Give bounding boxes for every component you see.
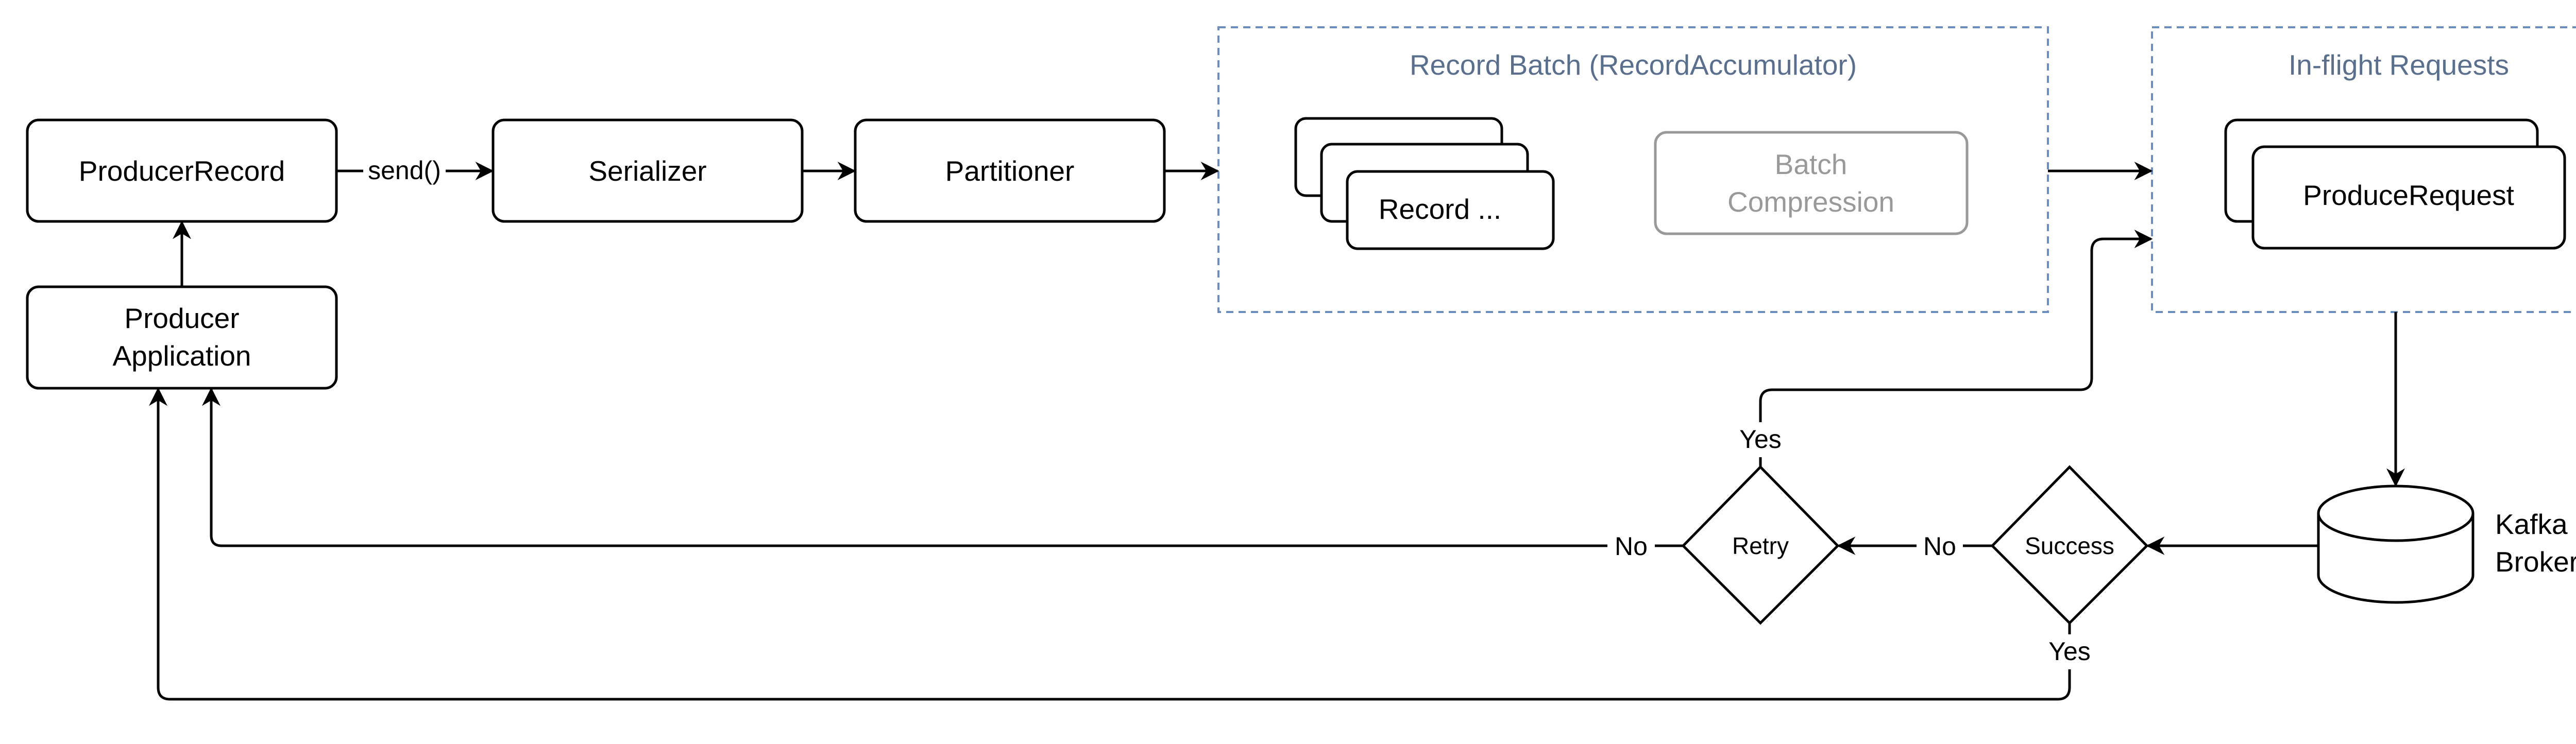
batch-compression-box: Batch Compression	[1654, 131, 1969, 235]
serializer-box: Serializer	[492, 118, 804, 223]
success-decision: Success	[1990, 465, 2149, 625]
kafka-broker-label-1: Kafka	[2495, 508, 2568, 540]
produce-request-label: ProduceRequest	[2303, 179, 2514, 211]
record-batch-title: Record Batch (RecordAccumulator)	[1410, 49, 1857, 81]
edge-label-success-no: No	[1923, 532, 1956, 561]
edge-label-retry-yes: Yes	[1739, 425, 1782, 454]
record-stack: Record ...	[1294, 117, 1555, 250]
batch-compression-label-1: Batch	[1775, 148, 1848, 180]
edge-success-app-b	[149, 387, 2071, 701]
producer-application-label-2: Application	[112, 340, 251, 372]
edge-retry-app-b	[202, 387, 1607, 547]
producer-application-box: Producer Application	[26, 285, 338, 390]
edge-retry-inflight-b	[1759, 230, 2153, 422]
record-stack-label: Record ...	[1379, 193, 1501, 225]
edge-label-success-yes: Yes	[2048, 637, 2091, 666]
serializer-label: Serializer	[588, 155, 706, 187]
partitioner-label: Partitioner	[945, 155, 1075, 187]
edge-label-send: send()	[368, 156, 441, 185]
kafka-broker-cylinder: Kafka Broker	[2317, 485, 2576, 604]
edge-label-retry-no: No	[1615, 532, 1648, 561]
retry-decision: Retry	[1681, 465, 1840, 625]
partitioner-box: Partitioner	[854, 118, 1166, 223]
producer-application-label-1: Producer	[124, 302, 239, 334]
retry-label: Retry	[1732, 532, 1789, 559]
producer-record-label: ProducerRecord	[79, 155, 285, 187]
record-batch-group: Record Batch (RecordAccumulator)	[1217, 26, 2049, 313]
produce-request-stack: ProduceRequest	[2224, 118, 2566, 250]
inflight-requests-title: In-flight Requests	[2289, 49, 2509, 81]
kafka-broker-label-2: Broker	[2495, 546, 2576, 578]
success-label: Success	[2025, 532, 2114, 559]
batch-compression-label-2: Compression	[1727, 186, 1894, 218]
producer-record-box: ProducerRecord	[26, 118, 338, 223]
